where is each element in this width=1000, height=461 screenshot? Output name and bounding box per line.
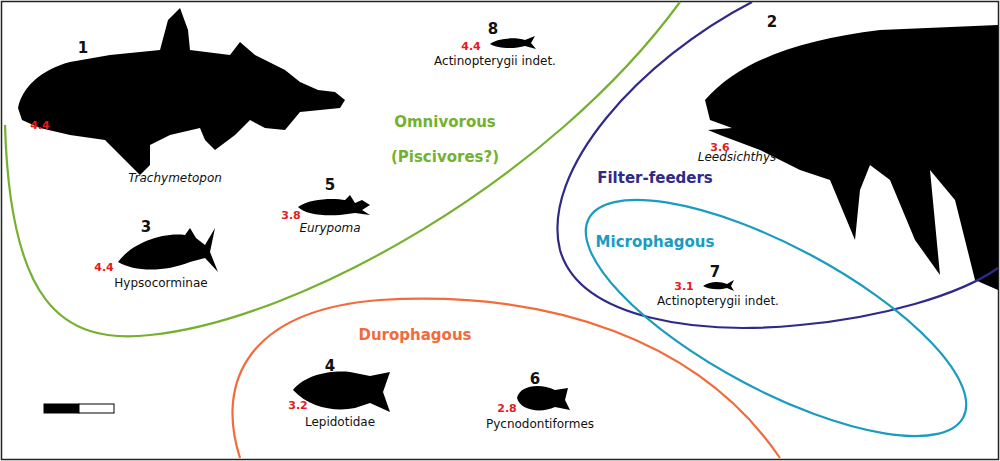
region-curve bbox=[557, 2, 998, 328]
group-heading: Omnivorous bbox=[394, 113, 496, 131]
callout-number: 5 bbox=[325, 176, 335, 194]
callout-number: 4 bbox=[325, 357, 335, 375]
region-curve bbox=[5, 2, 680, 336]
region-curve bbox=[555, 155, 997, 461]
taxon-name: Leedsichthys bbox=[698, 150, 777, 164]
fish-silhouette bbox=[703, 280, 734, 291]
callout-number: 1 bbox=[78, 39, 88, 57]
group-heading: (Piscivores?) bbox=[391, 148, 499, 166]
region-curve bbox=[232, 299, 780, 458]
callout-number: 8 bbox=[488, 20, 498, 38]
callout-number: 3 bbox=[141, 218, 151, 236]
callout-number: 6 bbox=[530, 370, 540, 388]
scale-bar bbox=[79, 404, 114, 413]
taxon-name: Lepidotidae bbox=[305, 415, 375, 429]
callout-number: 2 bbox=[767, 13, 777, 31]
trophic-level-value: 3.2 bbox=[288, 399, 308, 412]
trophic-level-value: 3.1 bbox=[674, 280, 694, 293]
taxon-name: Hypsocorminae bbox=[114, 276, 207, 290]
taxon-name: Pycnodontiformes bbox=[486, 417, 594, 431]
trophic-level-value: 4.4 bbox=[94, 261, 114, 274]
taxon-name: Actinopterygii indet. bbox=[434, 54, 556, 68]
fish-silhouette bbox=[118, 228, 218, 272]
group-heading: Durophagous bbox=[358, 326, 471, 344]
trophic-level-value: 4.4 bbox=[30, 119, 50, 132]
trophic-level-value: 4.4 bbox=[461, 40, 481, 53]
fish-silhouette bbox=[517, 386, 570, 410]
trophic-level-value: 2.8 bbox=[497, 402, 517, 415]
scale-bar bbox=[44, 404, 79, 413]
fish-silhouette bbox=[18, 8, 345, 175]
trophic-level-value: 3.8 bbox=[281, 209, 301, 222]
taxon-name: Actinopterygii indet. bbox=[657, 294, 779, 308]
callout-number: 7 bbox=[710, 263, 720, 281]
group-heading: Filter-feeders bbox=[597, 169, 713, 187]
group-heading: Microphagous bbox=[596, 233, 715, 251]
taxon-name: Eurypoma bbox=[299, 221, 360, 235]
fish-silhouette bbox=[298, 195, 370, 215]
taxon-name: Trachymetopon bbox=[128, 171, 222, 185]
